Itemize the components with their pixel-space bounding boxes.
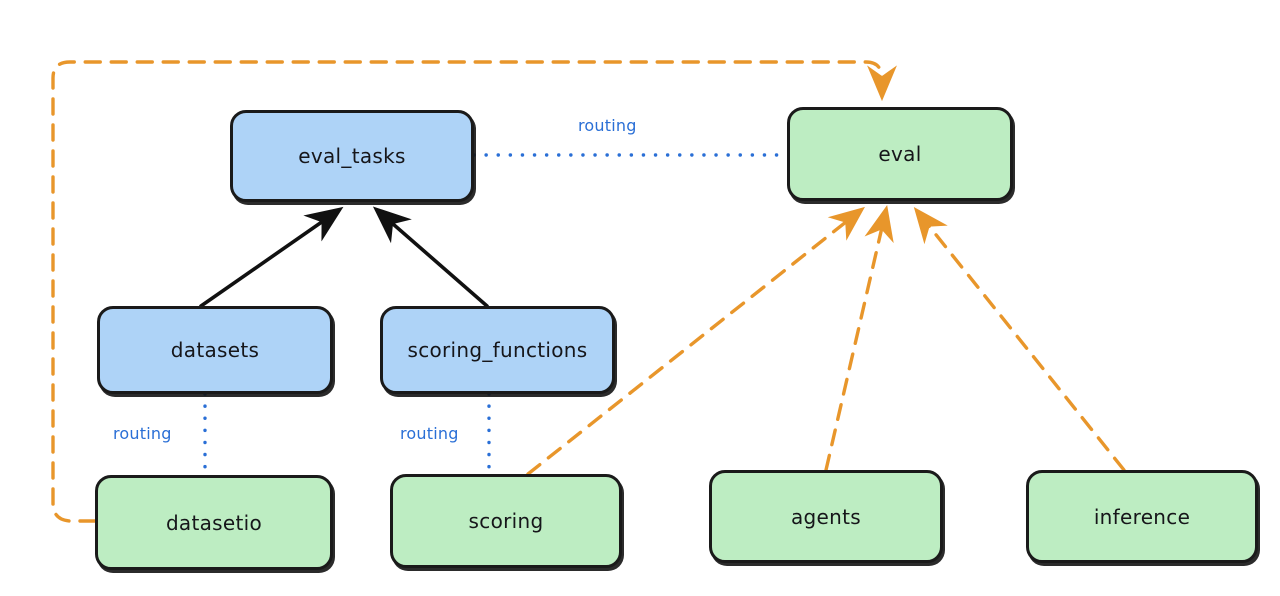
edge-scoring_functions-eval_tasks [372, 206, 489, 308]
node-label: datasets [170, 338, 260, 362]
node-label: scoring_functions [407, 338, 588, 362]
edge-datasets-eval_tasks [199, 206, 344, 308]
node-agents[interactable]: agents [709, 470, 943, 563]
edge-label-routing-datasets: routing [113, 424, 172, 443]
node-datasetio[interactable]: datasetio [95, 475, 333, 570]
node-eval[interactable]: eval [787, 107, 1013, 201]
node-datasets[interactable]: datasets [97, 306, 333, 394]
node-scoring-functions[interactable]: scoring_functions [380, 306, 615, 394]
node-label: datasetio [165, 510, 263, 535]
node-eval-tasks[interactable]: eval_tasks [230, 110, 474, 202]
node-label: eval [878, 142, 922, 166]
node-label: inference [1093, 504, 1191, 529]
edge-agents-eval [824, 205, 894, 472]
node-label: scoring [468, 509, 544, 533]
node-label: agents [791, 504, 861, 529]
node-inference[interactable]: inference [1026, 470, 1258, 563]
node-scoring[interactable]: scoring [390, 474, 622, 568]
edge-inference-eval [913, 207, 1126, 472]
node-label: eval_tasks [298, 144, 406, 168]
edge-label-routing-scoring: routing [400, 424, 459, 443]
edge-label-routing-eval: routing [578, 116, 637, 135]
